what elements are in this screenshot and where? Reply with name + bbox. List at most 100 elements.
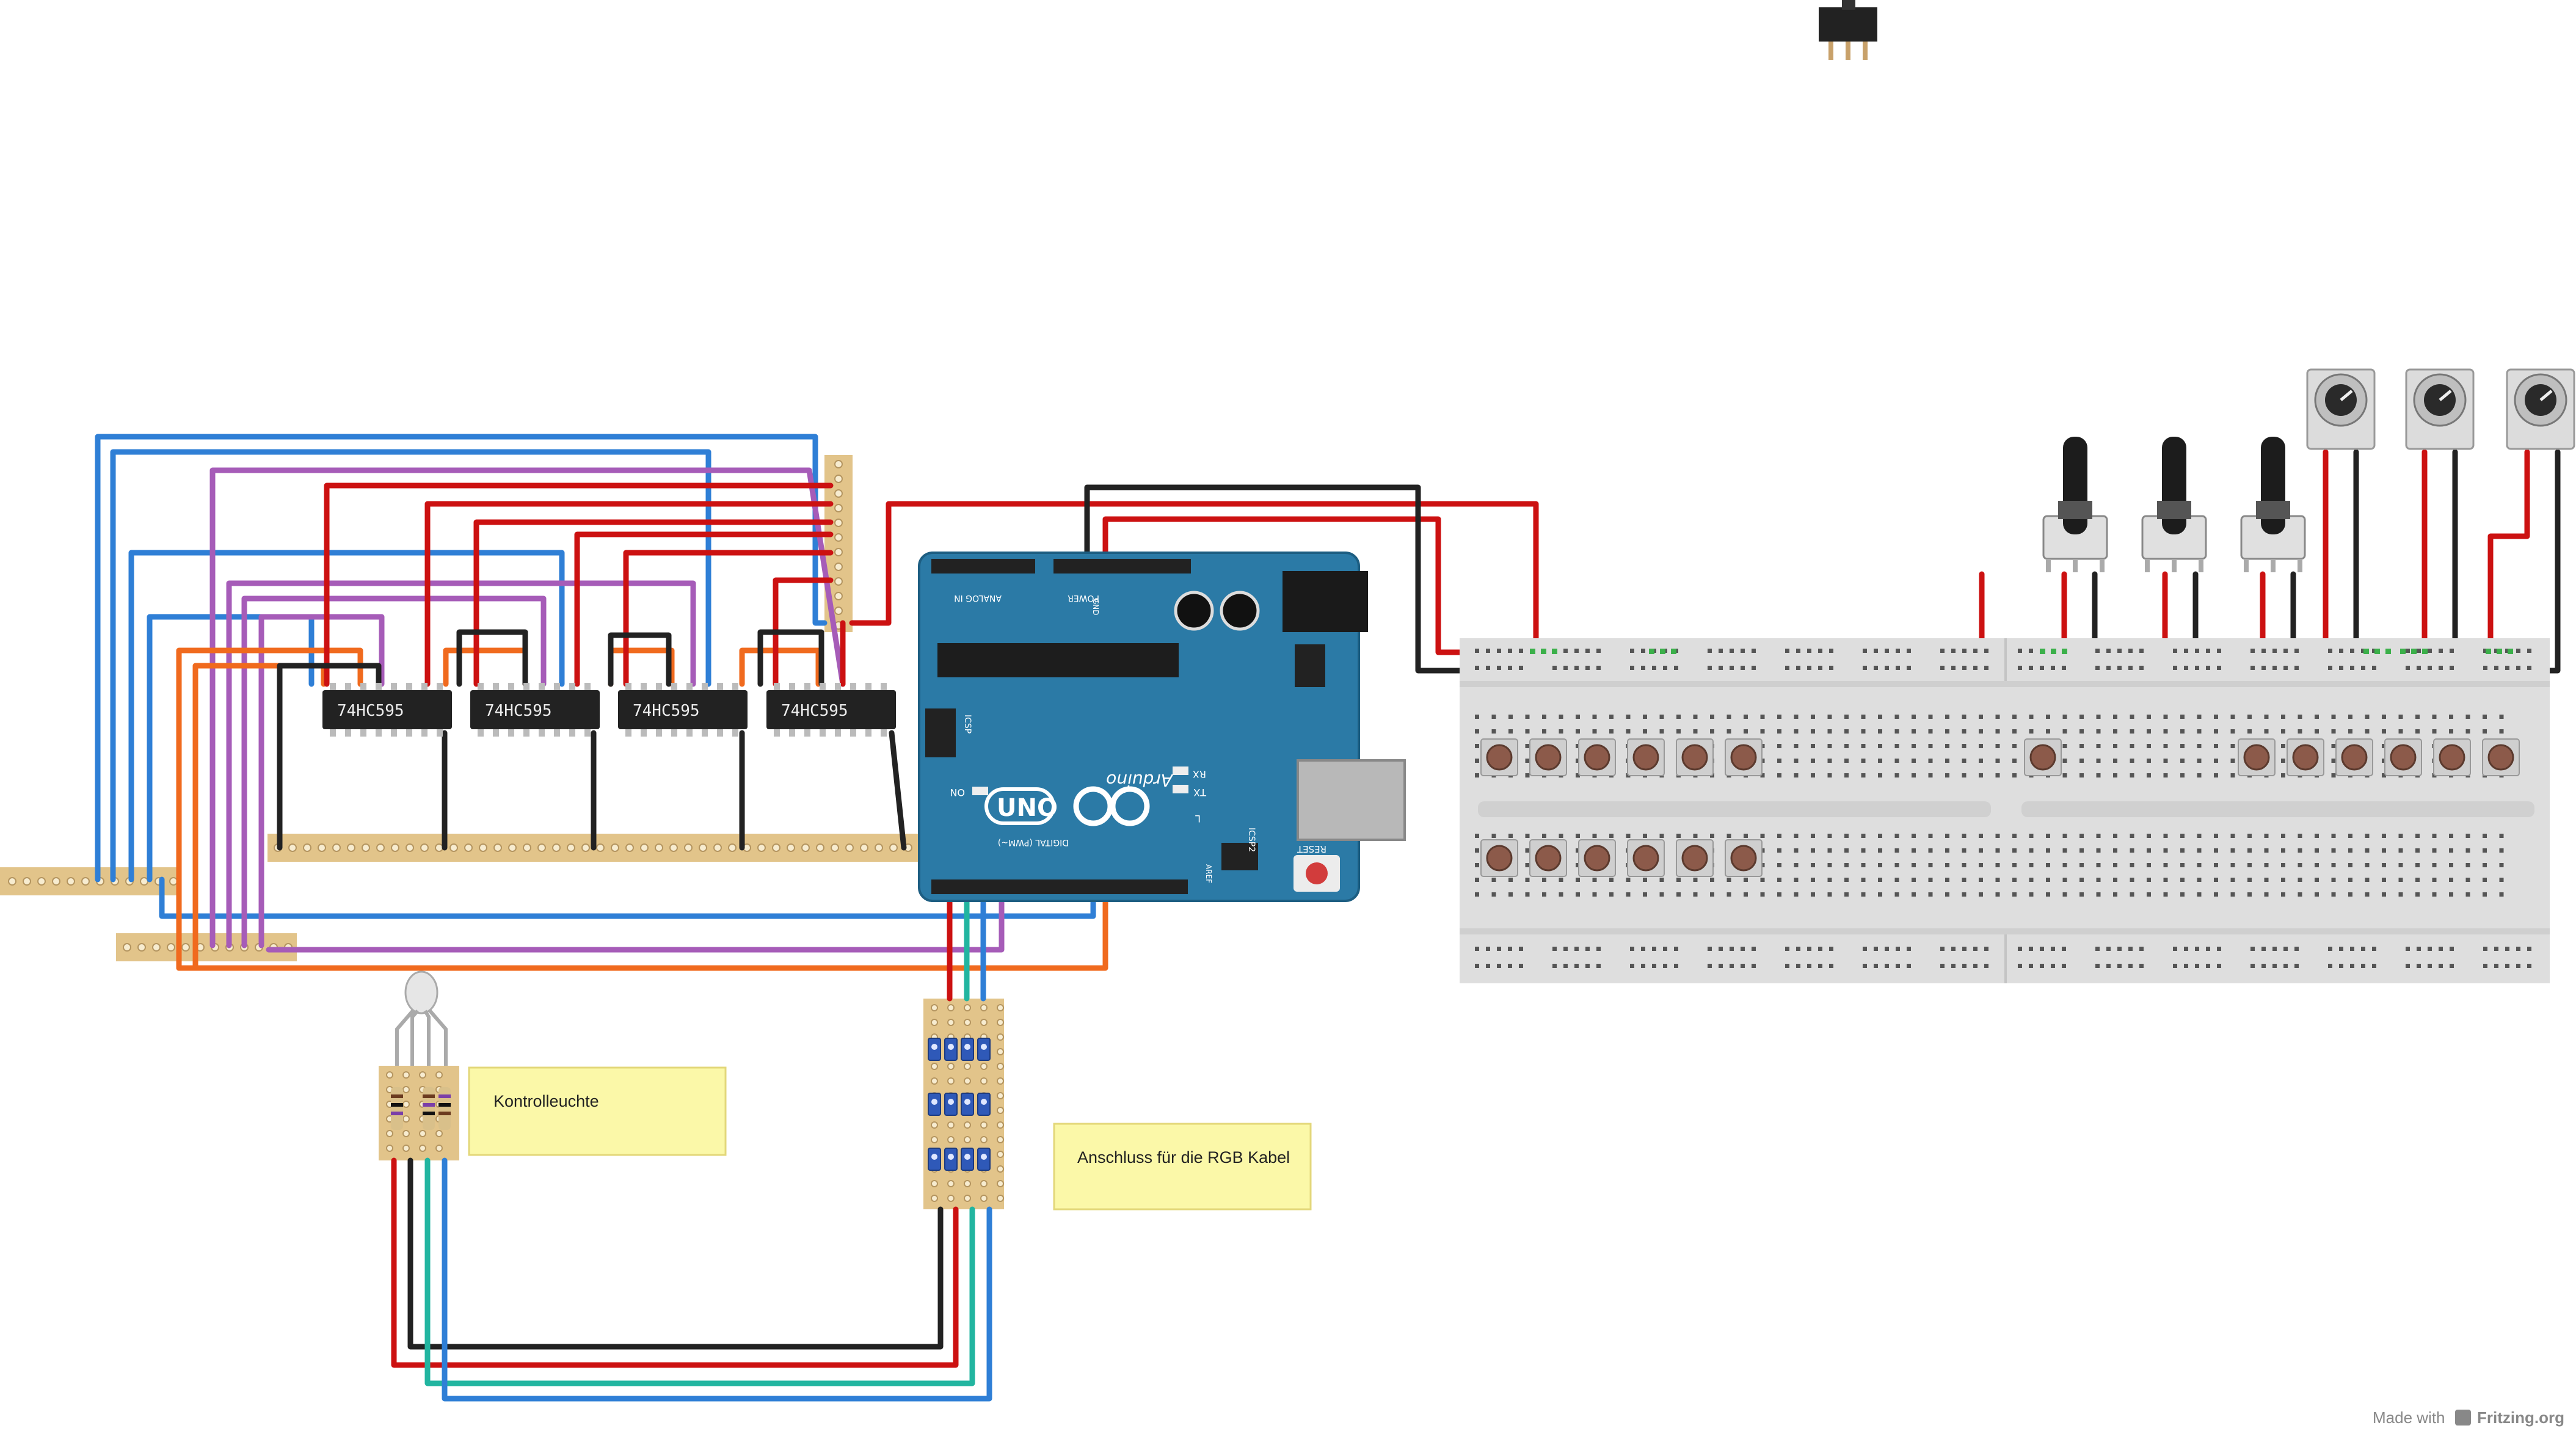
pushbutton — [1578, 738, 1616, 776]
potentiometers — [2042, 437, 2306, 572]
wire-group-rgb-connector — [947, 883, 986, 1002]
pushbutton — [1627, 839, 1665, 877]
on-led — [972, 787, 988, 795]
icsp-header — [925, 708, 956, 757]
aref-label: AREF — [1204, 864, 1213, 883]
wire-group-black — [277, 484, 1536, 851]
footer: Made with Fritzing.org — [2373, 1408, 2564, 1427]
digital-label: DIGITAL (PWM~) — [998, 837, 1069, 847]
pushbutton — [1529, 738, 1567, 776]
pushbutton — [1578, 839, 1616, 877]
pushbutton-cap-icon — [1584, 744, 1610, 771]
pushbutton-cap-icon — [1730, 845, 1757, 872]
pushbutton-cap-icon — [1681, 845, 1708, 872]
potentiometer — [2042, 437, 2108, 572]
icsp2-header — [1221, 843, 1258, 870]
pushbutton-cap-icon — [2487, 744, 2514, 771]
pushbutton-cap-icon — [1632, 845, 1659, 872]
tx-label: TX — [1193, 787, 1207, 798]
rgb-led — [395, 970, 448, 1066]
on-label: ON — [950, 787, 965, 798]
power-label: POWER — [1068, 593, 1099, 603]
shift-register-1: 74HC595 — [322, 690, 452, 729]
pushbutton — [1480, 738, 1518, 776]
wire-group-led-loop — [391, 1157, 992, 1402]
pushbutton — [2335, 738, 2373, 776]
pushbutton-cap-icon — [2390, 744, 2417, 771]
note-kontrolleuchte-text: Kontrolleuchte — [493, 1092, 599, 1110]
capacitor-icon — [1220, 591, 1260, 631]
analog-header — [931, 559, 1035, 573]
pushbutton — [2238, 738, 2276, 776]
pushbutton-cap-icon — [1681, 744, 1708, 771]
pushbutton-cap-icon — [1730, 744, 1757, 771]
usb-port — [1297, 759, 1406, 841]
slide-switch — [1819, 0, 1877, 60]
chip-label: 74HC595 — [781, 702, 848, 720]
pushbutton — [1676, 839, 1714, 877]
atmega-chip — [937, 643, 1179, 677]
potentiometer-shaft — [2162, 437, 2186, 534]
icsp-label: ICSP — [962, 715, 972, 734]
note-kontrolleuchte: Kontrolleuchte — [468, 1066, 727, 1156]
pushbutton-cap-icon — [1535, 845, 1562, 872]
pushbutton-cap-icon — [1486, 744, 1513, 771]
power-header — [1053, 559, 1191, 573]
footer-made-with: Made with — [2373, 1408, 2445, 1427]
rotary-encoders — [2306, 368, 2575, 450]
pushbutton — [1480, 839, 1518, 877]
rotary-encoder — [2506, 368, 2575, 450]
pushbutton — [2024, 738, 2062, 776]
rx-led — [1173, 766, 1188, 775]
fritzing-logo-icon — [2455, 1410, 2471, 1426]
icsp2-label: ICSP2 — [1246, 828, 1256, 852]
pushbutton — [2433, 738, 2471, 776]
arduino-logo-icon — [1073, 786, 1150, 826]
power-jack — [1283, 571, 1368, 632]
pushbutton — [1676, 738, 1714, 776]
footer-brand: Fritzing.org — [2477, 1408, 2564, 1427]
stripboard-left-lower — [116, 933, 297, 961]
note-anschluss-text: Anschluss für die RGB Kabel — [1077, 1148, 1290, 1167]
chip-label: 74HC595 — [485, 702, 552, 720]
voltage-regulator — [1295, 644, 1325, 687]
rotary-encoder — [2306, 368, 2376, 450]
pushbutton — [2384, 738, 2422, 776]
pushbutton-cap-icon — [1486, 845, 1513, 872]
pushbutton-cap-icon — [2292, 744, 2319, 771]
shift-register-4: 74HC595 — [766, 690, 896, 729]
pushbutton-cap-icon — [2243, 744, 2270, 771]
reset-label: RESET — [1297, 843, 1326, 854]
breadboard — [1460, 638, 2550, 983]
rotary-encoder — [2405, 368, 2475, 450]
pushbutton-cap-icon — [2439, 744, 2465, 771]
resistor-icon — [438, 1087, 451, 1130]
resistor-icon — [391, 1087, 403, 1130]
potentiometer — [2141, 437, 2207, 572]
analog-in-label: ANALOG IN — [954, 593, 1002, 603]
shift-register-2: 74HC595 — [470, 690, 600, 729]
reset-button-cap — [1306, 862, 1328, 884]
chip-label: 74HC595 — [633, 702, 700, 720]
l-led-label: L — [1195, 813, 1201, 825]
shift-register-3: 74HC595 — [618, 690, 748, 729]
pushbutton — [2482, 738, 2520, 776]
pushbutton-cap-icon — [1632, 744, 1659, 771]
arduino-brand-label: Arduino — [1106, 770, 1174, 790]
pushbutton-cap-icon — [2341, 744, 2368, 771]
potentiometer — [2240, 437, 2306, 572]
pushbutton — [1725, 839, 1763, 877]
wires — [95, 434, 2561, 1402]
resistor-icon — [423, 1087, 435, 1130]
capacitor-icon — [1174, 591, 1214, 631]
uno-label: UNO — [997, 794, 1058, 822]
tx-led — [1173, 785, 1188, 793]
rx-label: RX — [1193, 768, 1206, 780]
pushbutton — [1725, 738, 1763, 776]
pushbutton — [2287, 738, 2324, 776]
wire-group-purple — [209, 467, 1005, 953]
chip-label: 74HC595 — [337, 702, 404, 720]
pushbutton-cap-icon — [1584, 845, 1610, 872]
potentiometer-shaft — [2261, 437, 2285, 534]
